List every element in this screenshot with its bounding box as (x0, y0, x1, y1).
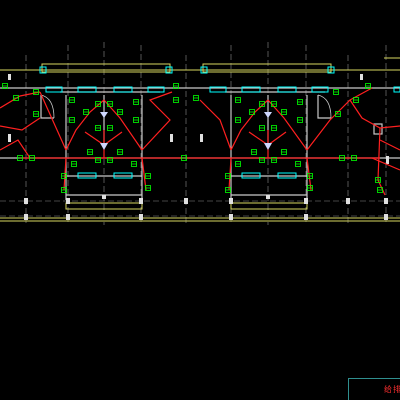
columns (8, 74, 389, 220)
roof-beam (0, 57, 400, 222)
title-block-frame (348, 378, 400, 400)
walls (0, 87, 400, 200)
grid-axes (0, 42, 400, 225)
title-block-label: 给排水 (384, 385, 400, 394)
valve-markers (100, 112, 272, 150)
plumbing-fixtures (2, 83, 383, 193)
windows (39, 66, 400, 179)
